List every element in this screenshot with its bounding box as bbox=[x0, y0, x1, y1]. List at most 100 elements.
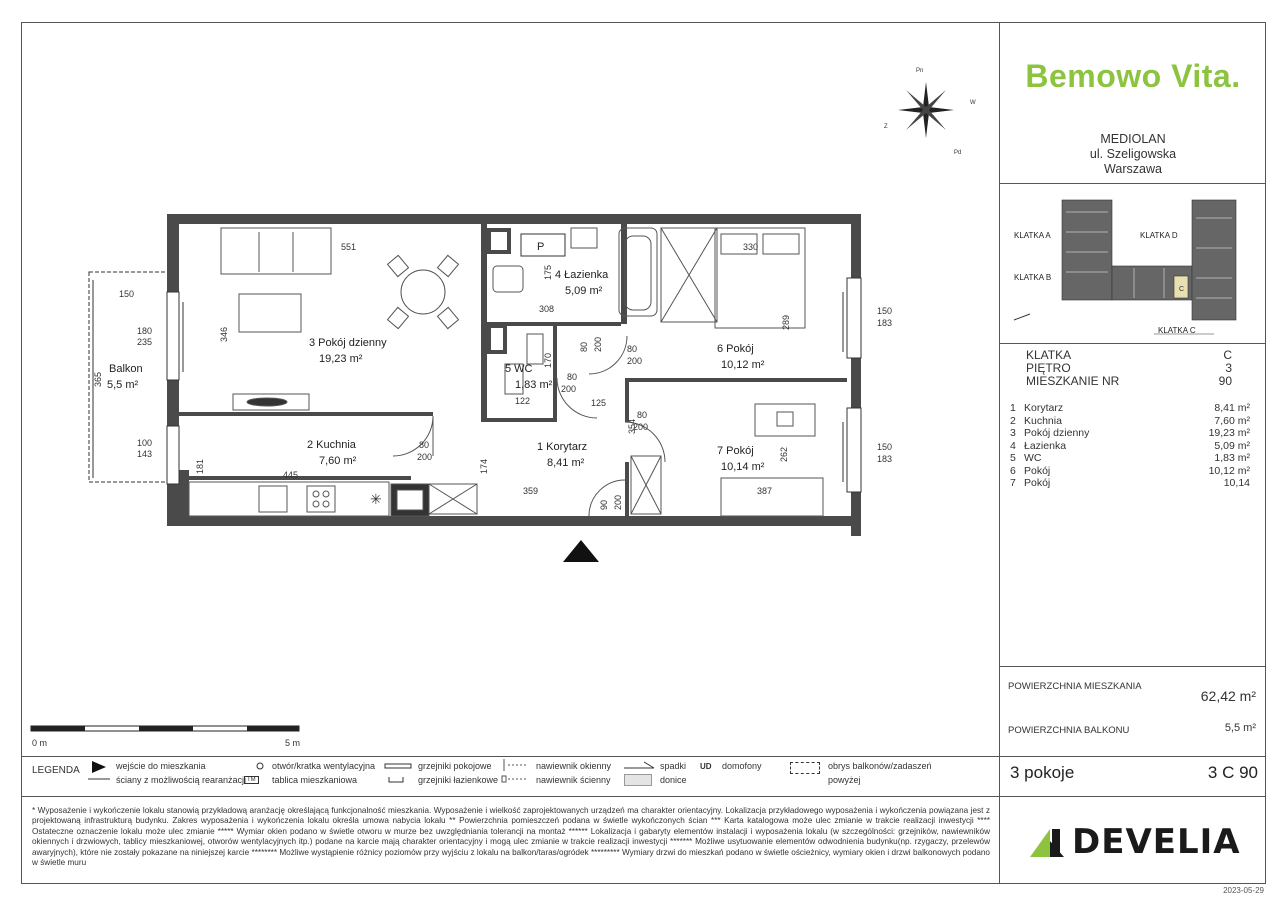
svg-text:170: 170 bbox=[543, 353, 553, 368]
column-divider bbox=[999, 22, 1000, 884]
compass-w: Z bbox=[884, 124, 888, 130]
legend-bottom-rule bbox=[21, 796, 999, 797]
towel-radiator-legend-icon bbox=[388, 777, 404, 783]
legend-nawiewnik-scienny: nawiewnik ścienny bbox=[536, 775, 611, 785]
window-vent-legend-icon bbox=[503, 759, 528, 771]
rule-4 bbox=[1000, 756, 1266, 757]
slope-legend-icon bbox=[624, 761, 655, 769]
svg-text:90: 90 bbox=[599, 500, 609, 510]
tablica-legend-icon: TM bbox=[244, 776, 259, 784]
svg-text:80: 80 bbox=[567, 372, 577, 382]
room4-area: 5,09 m² bbox=[565, 285, 603, 297]
legend-spadki: spadki bbox=[660, 761, 687, 771]
brand-dot: . bbox=[1231, 58, 1241, 94]
balcony-label: Balkon bbox=[109, 363, 143, 375]
living-furniture bbox=[220, 227, 460, 411]
svg-text:359: 359 bbox=[523, 486, 538, 496]
area-label: POWIERZCHNIA MIESZKANIA bbox=[1008, 681, 1142, 692]
svg-text:330: 330 bbox=[743, 242, 758, 252]
room6-label: 6 Pokój bbox=[717, 343, 754, 355]
entry-legend-icon bbox=[92, 761, 106, 773]
kitchen-furniture bbox=[188, 481, 430, 517]
svg-text:80: 80 bbox=[637, 410, 647, 420]
outline-legend-icon bbox=[790, 762, 820, 774]
closet bbox=[428, 455, 662, 515]
scale-start: 0 m bbox=[32, 738, 48, 748]
brand-name: Bemowo Vita bbox=[1025, 58, 1232, 94]
legend-otwor: otwór/kratka wentylacyjna bbox=[272, 761, 376, 771]
klatka-value: C bbox=[1223, 348, 1232, 362]
intercom-legend-icon: UD bbox=[700, 762, 712, 771]
doors bbox=[392, 335, 666, 517]
radiator-legend-icon bbox=[384, 763, 412, 769]
p-marker: P bbox=[537, 241, 544, 253]
svg-text:122: 122 bbox=[515, 396, 530, 406]
svg-text:✳: ✳ bbox=[370, 491, 382, 507]
svg-text:445: 445 bbox=[283, 470, 298, 480]
svg-text:175: 175 bbox=[543, 265, 553, 280]
svg-text:80: 80 bbox=[419, 440, 429, 450]
radiators bbox=[182, 292, 844, 482]
svg-text:308: 308 bbox=[539, 304, 554, 314]
svg-text:183: 183 bbox=[877, 454, 892, 464]
scale-end: 5 m bbox=[285, 738, 301, 748]
room7-area: 10,14 m² bbox=[721, 461, 765, 473]
svg-text:200: 200 bbox=[613, 495, 623, 510]
legend-donice: donice bbox=[660, 775, 687, 785]
unit-code: 3 C 90 bbox=[1207, 763, 1258, 782]
legend-grzejniki-pok: grzejniki pokojowe bbox=[418, 761, 492, 771]
svg-text:125: 125 bbox=[591, 398, 606, 408]
wall-vent-legend-icon bbox=[501, 775, 528, 783]
legend-top-rule bbox=[21, 756, 999, 757]
mieszkanie-value: 90 bbox=[1218, 374, 1232, 388]
svg-text:200: 200 bbox=[417, 452, 432, 462]
klatka-d: KLATKA D bbox=[1140, 231, 1178, 240]
wall-legend-icon bbox=[88, 778, 110, 780]
klatka-c: KLATKA C bbox=[1158, 326, 1196, 335]
room6-area: 10,12 m² bbox=[721, 359, 765, 371]
svg-text:262: 262 bbox=[779, 447, 789, 462]
city: Warszawa bbox=[1104, 162, 1162, 176]
svg-text:551: 551 bbox=[341, 242, 356, 252]
legend-grzejniki-laz: grzejniki łazienkowe bbox=[418, 775, 499, 785]
svg-text:C: C bbox=[1179, 286, 1184, 293]
legend-tablica: tablica mieszkaniowa bbox=[272, 775, 358, 785]
svg-text:180: 180 bbox=[137, 326, 152, 336]
svg-text:365: 365 bbox=[93, 372, 103, 387]
svg-text:200: 200 bbox=[561, 384, 576, 394]
room5-area: 1,83 m² bbox=[515, 379, 553, 391]
developer-name: DEVELIA bbox=[1072, 822, 1241, 862]
compass-icon: Pn W Z Pd bbox=[884, 68, 976, 156]
svg-text:200: 200 bbox=[593, 337, 603, 352]
vent-legend-icon bbox=[256, 762, 264, 770]
legend-domofony: domofony bbox=[722, 761, 762, 771]
rule-5 bbox=[1000, 796, 1266, 797]
svg-text:100: 100 bbox=[137, 438, 152, 448]
footnote: * Wyposażenie i wykończenie lokalu stano… bbox=[32, 806, 990, 868]
room2-area: 7,60 m² bbox=[319, 455, 357, 467]
compass-e: W bbox=[970, 100, 976, 106]
pietro-value: 3 bbox=[1225, 361, 1232, 375]
legend-sciany: ściany z możliwością rearanżacji bbox=[116, 775, 247, 785]
balcony-area: 5,5 m² bbox=[107, 379, 139, 391]
balcony bbox=[88, 271, 170, 483]
svg-text:200: 200 bbox=[633, 422, 648, 432]
svg-text:183: 183 bbox=[877, 318, 892, 328]
mieszkanie-label: MIESZKANIE NR bbox=[1026, 374, 1120, 388]
balcony-area-value: 5,5 m² bbox=[1224, 722, 1256, 734]
room7-label: 7 Pokój bbox=[717, 445, 754, 457]
key-plan: C KLATKA A KLATKA B KLATKA D KLATKA C bbox=[1013, 199, 1237, 335]
svg-text:80: 80 bbox=[627, 344, 637, 354]
street: ul. Szeligowska bbox=[1089, 147, 1177, 161]
scale-bar bbox=[30, 725, 300, 732]
svg-text:150: 150 bbox=[119, 289, 134, 299]
svg-text:174: 174 bbox=[479, 459, 489, 474]
develia-logo-icon bbox=[1030, 829, 1064, 857]
